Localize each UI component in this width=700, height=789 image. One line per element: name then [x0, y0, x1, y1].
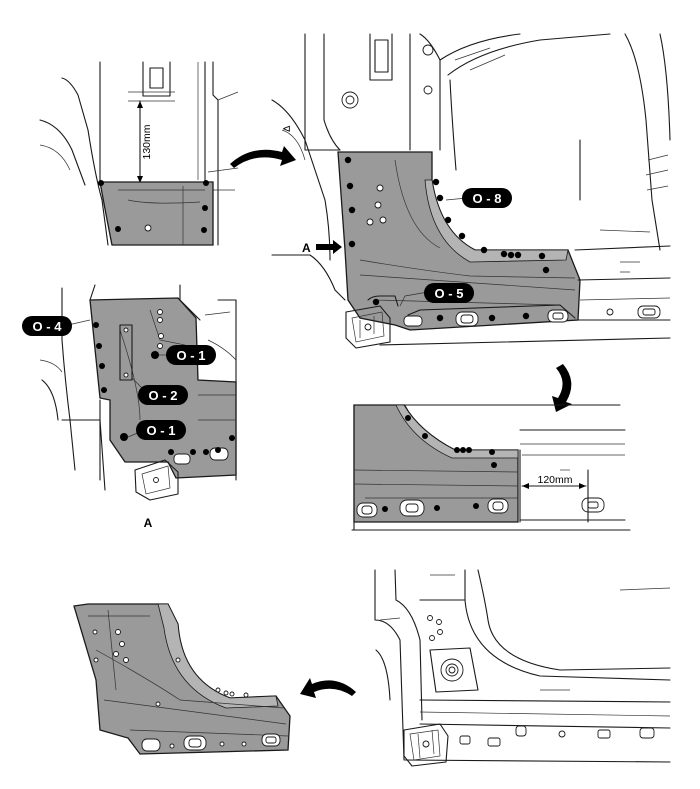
- dimension-120mm: 120mm: [537, 474, 572, 486]
- callout-o8: O - 8: [473, 191, 502, 206]
- view-arrow-a: [316, 240, 342, 254]
- svg-text:⊲: ⊲: [282, 123, 291, 135]
- replacement-panel: [73, 603, 291, 755]
- curved-arrow-down: [552, 364, 572, 412]
- panel-main-pillar: ⊲: [271, 33, 671, 349]
- curved-arrow-left: [300, 678, 356, 698]
- cut-section-lower: [99, 181, 214, 246]
- callout-o1-upper: O - 1: [177, 348, 206, 363]
- panel-cut-height-view: 130mm: [39, 61, 239, 246]
- panel-cut-length-view: 120mm: [351, 404, 631, 531]
- callout-o2: O - 2: [149, 388, 178, 403]
- view-arrow-a-label: A: [302, 241, 311, 255]
- curved-arrow-right-1: [230, 146, 296, 168]
- panel-after-removal: [374, 569, 671, 767]
- callout-o5: O - 5: [435, 286, 464, 301]
- panel-view-a: O - 4 O - 1 O - 2 O - 1 A: [22, 284, 237, 530]
- callout-o4: O - 4: [33, 319, 63, 334]
- view-a-caption: A: [144, 516, 153, 530]
- panel-new-part: [73, 603, 291, 755]
- callout-o1-lower: O - 1: [147, 423, 176, 438]
- dimension-130mm: 130mm: [141, 124, 153, 159]
